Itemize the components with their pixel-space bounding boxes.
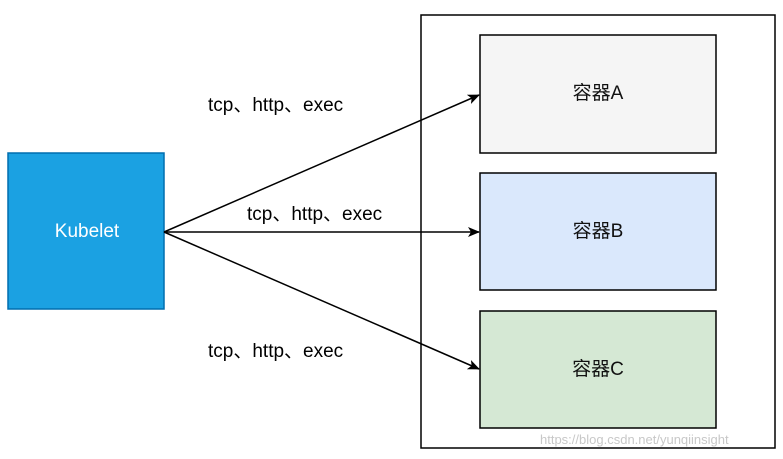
watermark-text: https://blog.csdn.net/yunqiinsight [540,432,729,447]
kubelet-box [7,152,165,310]
container-a-label: 容器A [573,82,624,104]
kubelet-label: Kubelet [55,221,120,242]
container-b-box [479,172,717,291]
edge-label-a: tcp、http、exec [208,95,343,116]
container-b-node: 容器B [479,172,717,291]
kubelet-node: Kubelet [7,152,165,310]
edge-label-b: tcp、http、exec [247,204,382,225]
container-c-label: 容器C [572,358,624,380]
container-a-box [479,34,717,154]
container-c-box [479,310,717,429]
edge-kubelet-to-container-c [163,231,480,370]
container-a-node: 容器A [479,34,717,154]
container-b-label: 容器B [573,220,624,242]
edge-kubelet-to-container-a [163,94,480,233]
edge-label-c: tcp、http、exec [208,341,343,362]
container-c-node: 容器C [479,310,717,429]
